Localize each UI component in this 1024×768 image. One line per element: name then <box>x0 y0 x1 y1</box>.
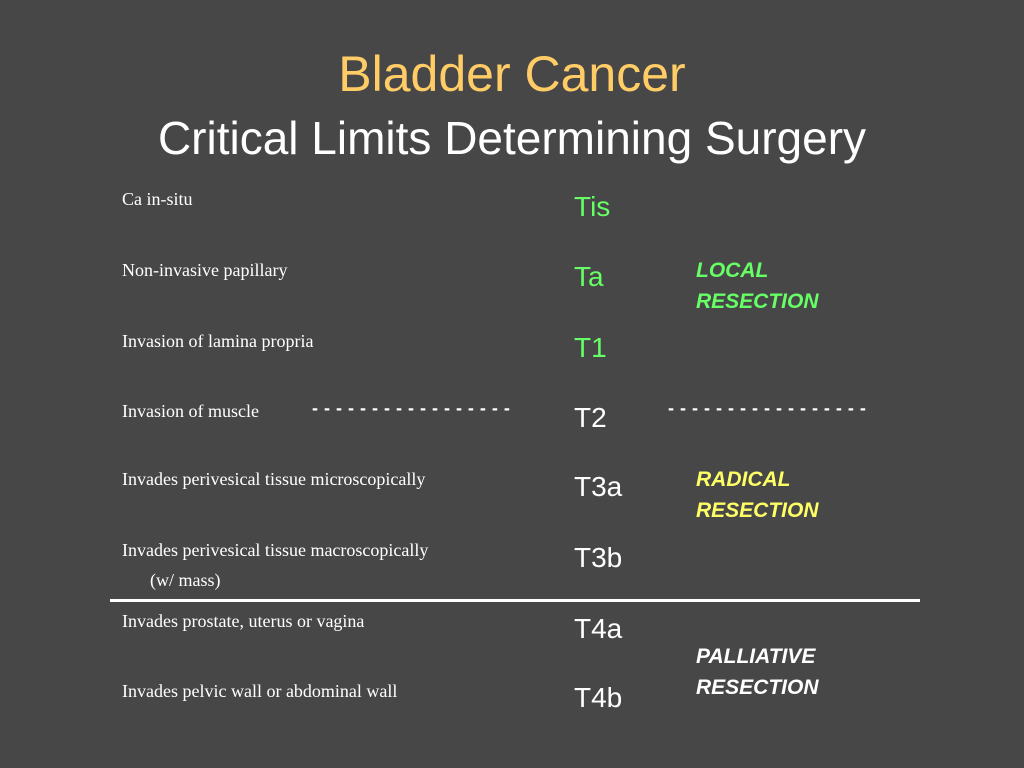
radical-resection-label: RADICAL RESECTION <box>696 464 819 526</box>
action-line: RESECTION <box>696 676 819 699</box>
row-description: Non-invasive papillary <box>122 260 288 280</box>
row-description: Invades prostate, uterus or vagina <box>122 611 365 631</box>
stage-label: T2 <box>574 402 607 433</box>
stage-label: T3a <box>574 471 623 502</box>
stage-label: T1 <box>574 332 607 363</box>
slide-title: Bladder Cancer <box>338 46 686 102</box>
action-line: PALLIATIVE <box>696 645 816 668</box>
stage-label: T4b <box>574 682 623 713</box>
palliative-resection-label: PALLIATIVE RESECTION <box>696 641 819 703</box>
slide-subtitle: Critical Limits Determining Surgery <box>157 112 867 164</box>
row-description-multiline: Invades perivesical tissue macroscopical… <box>122 535 428 595</box>
stage-label: Tis <box>574 191 611 222</box>
row-description: Invasion of muscle <box>122 401 259 421</box>
row-description-continuation: (w/ mass) <box>150 570 221 590</box>
right-dashed-divider: - - - - - - - - - - - - - - - - - <box>668 398 867 418</box>
row-description: Invades perivesical tissue microscopical… <box>122 469 426 489</box>
action-line: RESECTION <box>696 290 819 313</box>
horizontal-divider <box>110 599 920 602</box>
local-resection-label: LOCAL RESECTION <box>696 255 819 317</box>
stage-label: T4a <box>574 613 623 644</box>
stage-label: T3b <box>574 542 623 573</box>
stage-label: Ta <box>574 261 604 292</box>
row-description: Invades perivesical tissue macroscopical… <box>122 540 429 560</box>
row-description: Ca in-situ <box>122 189 193 209</box>
action-line: RESECTION <box>696 499 819 522</box>
row-description: Invades pelvic wall or abdominal wall <box>122 681 398 701</box>
row-description: Invasion of lamina propria <box>122 331 314 351</box>
left-dashed-divider: - - - - - - - - - - - - - - - - - <box>312 398 511 418</box>
action-line: LOCAL <box>696 259 769 282</box>
action-line: RADICAL <box>696 468 791 491</box>
